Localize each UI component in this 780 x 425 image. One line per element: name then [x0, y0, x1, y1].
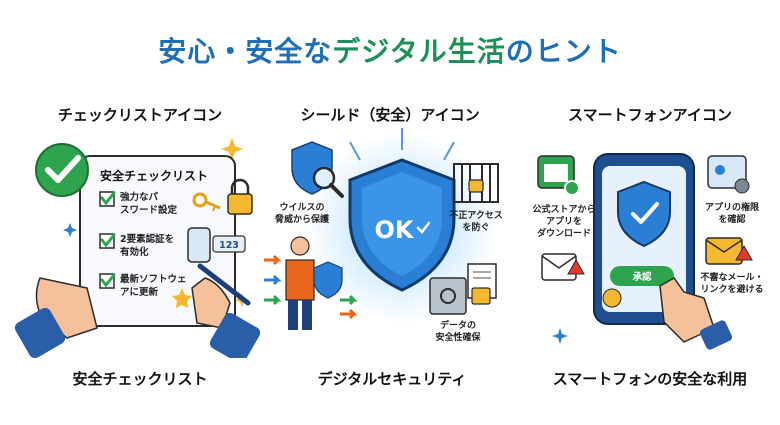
- column-footer-smartphone: スマートフォンの安全な利用: [552, 370, 748, 388]
- page-title: 安心・安全なデジタル生活のヒント: [0, 30, 780, 70]
- title-part-3: のヒント: [505, 35, 622, 68]
- checklist-item-2-line1: 2要素認証を: [120, 233, 174, 245]
- lock-icon: [227, 178, 253, 215]
- column-footer-checklist: 安全チェックリスト: [72, 370, 208, 388]
- access-label-2: を防ぐ: [462, 221, 489, 233]
- mail-label-1: 不審なメール・: [700, 271, 763, 283]
- badge-icon: [602, 288, 622, 308]
- checklist-item-3-line1: 最新ソフトウェ: [120, 273, 187, 285]
- approve-button[interactable]: [610, 266, 674, 286]
- key-icon: [192, 192, 221, 212]
- permission-label-2: を確認: [718, 213, 745, 225]
- data-label-1: データの: [440, 319, 476, 331]
- column-heading-shield: シールド（安全）アイコン: [300, 106, 480, 124]
- title-part-2: デジタル生活: [332, 35, 506, 68]
- checklist-item-1-line1: 強力なパ: [120, 191, 159, 203]
- incoming-arrows: [264, 254, 358, 320]
- pen-icon: [197, 263, 251, 306]
- sparkle-icon: [221, 138, 243, 160]
- data-safe-icon: [429, 263, 497, 315]
- store-label-3: ダウンロード: [537, 227, 591, 239]
- smartphone-illustration: 公式ストアから アプリを ダウンロード 承認 アプリの権限 を確認: [520, 128, 780, 358]
- check-badge-icon: [35, 143, 89, 197]
- column-heading-checklist: チェックリストアイコン: [57, 106, 223, 124]
- virus-shield-icon: [291, 141, 344, 198]
- store-label-1: 公式ストアから: [532, 203, 595, 215]
- pointing-hand-icon: [659, 277, 715, 343]
- permission-label-1: アプリの権限: [705, 201, 760, 213]
- checklist-item-2-line2: 有効化: [120, 246, 149, 258]
- gate-lock-icon: [453, 163, 499, 203]
- checklist-illustration: 安全チェックリスト 強力なパ スワード設定 2要素認証を 有効化 123 最新ソ…: [10, 128, 270, 358]
- phone-icon: [187, 227, 211, 263]
- shield-rays: [349, 128, 455, 161]
- person-icon: [285, 236, 343, 330]
- permission-icon: [707, 155, 750, 194]
- title-part-1: 安心・安全な: [158, 35, 333, 68]
- code-box: [212, 235, 246, 253]
- column-heading-smartphone: スマートフォンアイコン: [568, 106, 732, 124]
- phone-shield-icon: [617, 180, 671, 248]
- data-label-2: 安全性確保: [435, 331, 481, 343]
- sparkle-icon: [552, 328, 568, 344]
- checklist-item-3-line2: アに更新: [120, 286, 159, 298]
- access-label-1: 不正アクセス: [449, 210, 503, 221]
- shield-ok-text: OK: [375, 216, 415, 244]
- mail-label-2: リンクを避ける: [700, 283, 763, 295]
- mail-warning-icon: [541, 253, 585, 281]
- sparkle-icon: [63, 223, 77, 237]
- app-store-icon: [537, 155, 580, 196]
- virus-label-2: 脅威から保護: [274, 213, 330, 225]
- approve-label: 承認: [632, 271, 652, 283]
- virus-label-1: ウイルスの: [279, 202, 324, 213]
- store-label-2: アプリを: [546, 215, 582, 227]
- suspicious-mail-icon: [705, 237, 753, 265]
- verification-code: 123: [219, 240, 239, 251]
- checklist-card-title: 安全チェックリスト: [100, 168, 208, 183]
- column-footer-shield: デジタルセキュリティ: [317, 370, 467, 388]
- shield-illustration: ウイルスの 脅威から保護 OK 不正アクセス を防ぐ: [262, 128, 522, 358]
- checklist-item-1-line2: スワード設定: [120, 204, 178, 216]
- right-hand-icon: [191, 277, 231, 329]
- star-icon: [172, 288, 192, 308]
